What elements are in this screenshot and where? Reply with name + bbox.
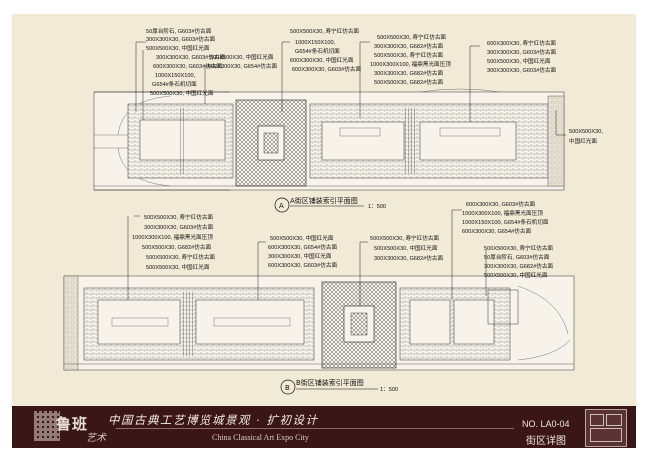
callout-text: 500X500X30, 寿宁红仿古面 bbox=[146, 253, 215, 261]
plan-a bbox=[93, 88, 565, 191]
callout-text: 500X500X30, 寿宁红仿古面 bbox=[377, 33, 446, 41]
project-title-cn: 中国古典工艺博览城景观 · 扩初设计 bbox=[108, 413, 319, 427]
callout-text: 300X300X30, G603#仿古面 bbox=[156, 53, 225, 61]
callout-text: 1000X150X100, bbox=[295, 40, 336, 46]
callout-text: 600X300X30, 中国红光面 bbox=[290, 56, 354, 64]
plan-b-marker: B bbox=[285, 384, 290, 392]
callout-text: 50厚台阶石, G603#仿古面 bbox=[484, 253, 550, 261]
callout-text: 300X300X30, G682#仿古面 bbox=[374, 69, 443, 77]
callout-text: 1000X150X100, G654#条石机切面 bbox=[462, 218, 549, 226]
callout-text: 500X500X30, 中国红光面 bbox=[146, 263, 210, 271]
callout-text: 600X300X30, G603#仿古面 bbox=[466, 200, 535, 208]
plan-a-callouts: 50厚台阶石, G603#仿古面 300X300X30, G603#仿古面 50… bbox=[146, 27, 603, 145]
callout-text: 50厚台阶石, G603#仿古面 bbox=[146, 27, 212, 35]
callout-text: 600X300X30, G654#仿古面 bbox=[462, 227, 531, 235]
callout-text: 300X300X30, 中国红光面 bbox=[268, 252, 332, 260]
callout-text: 1000X150X100, bbox=[155, 73, 196, 79]
plan-a-marker: A bbox=[279, 202, 284, 210]
callout-text: 600X300X30, G654#仿古面 bbox=[208, 62, 277, 70]
plan-b bbox=[63, 275, 575, 371]
callout-text: G654#条石机切面 bbox=[295, 47, 340, 55]
plan-b-callouts: 500X500X30, 寿宁红仿古面 300X300X30, G603#仿古面 … bbox=[132, 200, 553, 279]
title-divider bbox=[116, 428, 514, 429]
callout-text: 1000X300X100, 福鼎黑光面压顶 bbox=[462, 209, 543, 217]
callout-text: 600X300X30, G603#仿古面 bbox=[268, 261, 337, 269]
callout-text: 中国红光面 bbox=[569, 137, 597, 145]
callout-text: 1000X300X100, 福鼎黑光面压顶 bbox=[132, 233, 213, 241]
plan-a-leaders bbox=[135, 41, 566, 136]
plan-b-scale: 1：500 bbox=[380, 387, 398, 393]
callout-text: 300X300X30, G603#仿古面 bbox=[144, 223, 213, 231]
callout-text: 300X300X30, G682#仿古面 bbox=[374, 254, 443, 262]
title-bar: 鲁班 艺术 中国古典工艺博览城景观 · 扩初设计 China Classical… bbox=[12, 406, 636, 448]
callout-text: 600X300X30, G603#仿古面 bbox=[292, 65, 361, 73]
callout-text: 500X500X30, 寿宁红仿古面 bbox=[374, 51, 443, 59]
callout-text: 1000X300X100, 福鼎黑光面压顶 bbox=[370, 60, 451, 68]
callout-text: 500X500X30, 寿宁红仿古面 bbox=[484, 244, 553, 252]
callout-text: 300X300X30, G603#仿古面 bbox=[487, 48, 556, 56]
callout-text: 600X300X30, G603#仿古面 bbox=[153, 62, 222, 70]
callout-text: 500X500X30, 中国红光面 bbox=[374, 244, 438, 252]
callout-text: 300X300X30, G603#仿古面 bbox=[487, 66, 556, 74]
callout-text: 500X500X30, 中国红光面 bbox=[210, 53, 274, 61]
plan-b-leaders bbox=[127, 209, 487, 306]
callout-text: 500X500X30, 中国红光面 bbox=[487, 57, 551, 65]
drawing-frame bbox=[12, 14, 636, 448]
key-plan-thumbnail bbox=[585, 409, 627, 447]
plan-b-title-block: B B街区铺装索引平面图 1：500 bbox=[280, 378, 398, 395]
callout-text: 300X300X30, G603#仿古面 bbox=[146, 35, 215, 43]
callout-text: 500X500X30, 中国红光面 bbox=[484, 271, 548, 279]
project-title-en: China Classical Art Expo City bbox=[212, 433, 309, 442]
callout-text: 300X300X30, G682#仿古面 bbox=[484, 262, 553, 270]
callout-text: 500X500X30, 寿宁红仿古面 bbox=[370, 234, 439, 242]
callout-text: 500X500X30, bbox=[569, 129, 603, 135]
plan-a-title-block: A A街区铺装索引平面图 1：500 bbox=[274, 196, 386, 213]
plan-a-scale: 1：500 bbox=[368, 204, 386, 210]
callout-text: 300X300X30, G682#仿古面 bbox=[374, 42, 443, 50]
callout-text: 500X500X30, 寿宁红仿古面 bbox=[144, 213, 213, 221]
callout-text: 500X500X30, G682#仿古面 bbox=[142, 243, 211, 251]
callout-text: 600X300X30, 寿宁红仿古面 bbox=[487, 39, 556, 47]
callout-text: 600X300X30, G654#仿古面 bbox=[268, 243, 337, 251]
plan-b-title: B街区铺装索引平面图 bbox=[296, 378, 364, 387]
logo-subtext: 艺术 bbox=[86, 433, 106, 444]
sheet-name: 街区详图 bbox=[526, 436, 566, 447]
callout-text: 500X500X30, 中国红光面 bbox=[150, 89, 214, 97]
callout-text: G654#条石机切面 bbox=[152, 80, 197, 88]
plan-a-title: A街区铺装索引平面图 bbox=[290, 196, 358, 205]
callout-text: 500X500X30, G682#仿古面 bbox=[374, 78, 443, 86]
logo-grid-icon bbox=[34, 411, 60, 441]
callout-text: 500X500X30, 中国红光面 bbox=[146, 44, 210, 52]
callout-text: 500X500X30, 中国红光面 bbox=[270, 234, 334, 242]
sheet-number: NO. LA0-04 bbox=[522, 419, 570, 429]
logo-text: 鲁班 bbox=[56, 415, 89, 433]
callout-text: 500X500X30, 寿宁红仿古面 bbox=[290, 27, 359, 35]
logo: 鲁班 艺术 bbox=[28, 409, 120, 445]
